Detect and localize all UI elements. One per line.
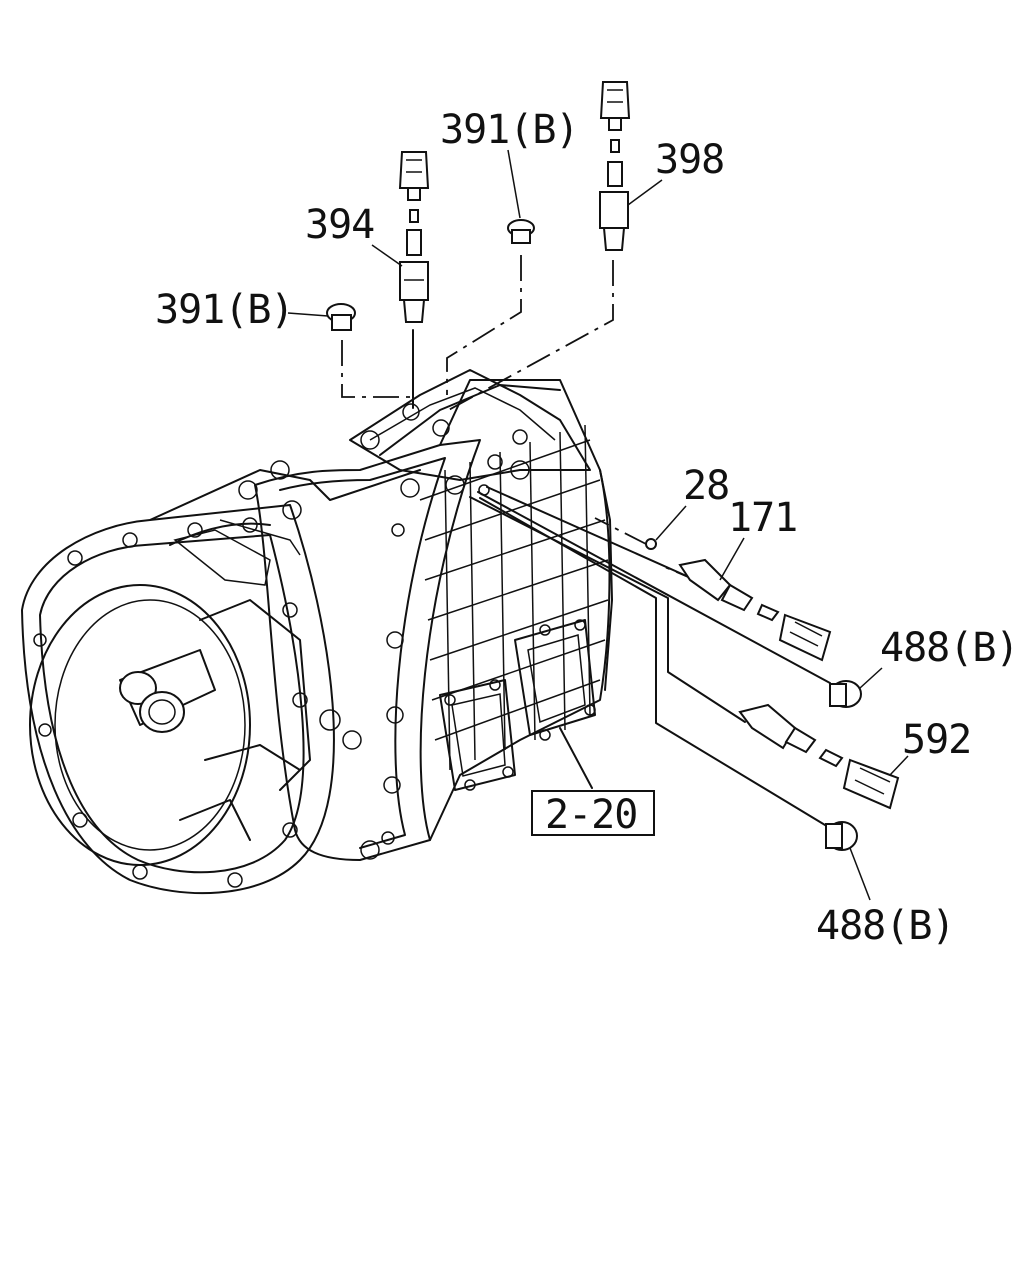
leader-lines (341, 255, 831, 829)
label-ref-box: 2-20 (545, 792, 638, 838)
switch-394 (398, 151, 430, 323)
ball-28 (645, 538, 657, 550)
label-394: 394 (305, 202, 375, 248)
label-488b-lower: 488(B) (816, 903, 955, 949)
switch-592 (738, 703, 900, 810)
switch-398 (599, 81, 631, 251)
label-28: 28 (683, 463, 730, 509)
label-leaders (287, 149, 909, 901)
label-592: 592 (902, 717, 972, 763)
plug-488b-lower (825, 821, 858, 851)
transmission-housing (21, 369, 613, 895)
reference-box[interactable]: 2-20 (531, 790, 655, 836)
label-171: 171 (728, 495, 798, 541)
label-488b-upper: 488(B) (880, 625, 1019, 671)
label-391b-top: 391(B) (440, 107, 579, 153)
label-398: 398 (655, 137, 725, 183)
plug-391b-top (507, 219, 535, 244)
switch-171 (678, 558, 832, 662)
label-391b-left: 391(B) (155, 287, 294, 333)
plug-391b-left (326, 303, 356, 331)
plug-488b-upper (829, 680, 862, 708)
